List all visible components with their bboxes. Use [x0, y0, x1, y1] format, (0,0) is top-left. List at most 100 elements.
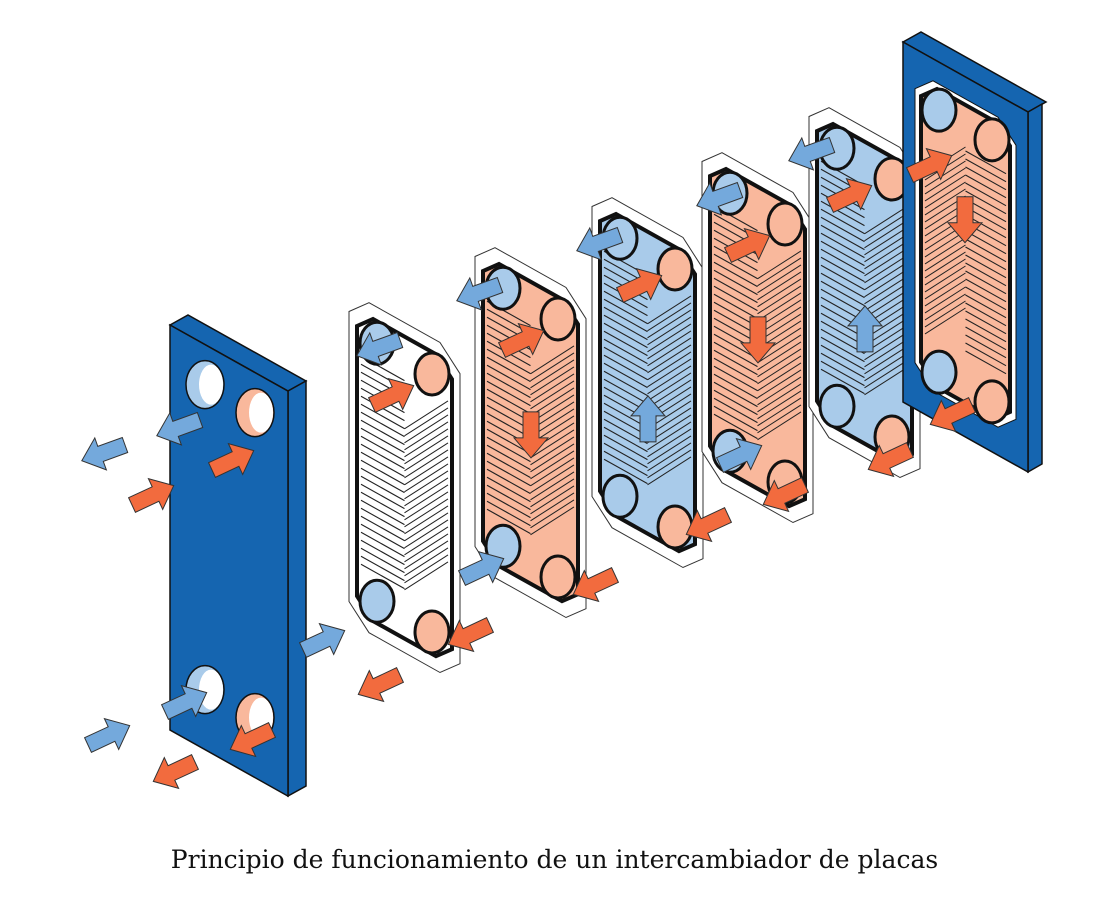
heat-transfer-plate-3: [591, 197, 704, 569]
corrugation-line: [647, 316, 692, 346]
corrugation-line: [864, 352, 909, 382]
hot-fluid-arrow: [905, 147, 953, 183]
corrugation-line: [820, 272, 865, 299]
corrugation-line: [820, 240, 865, 267]
corrugation-line: [404, 533, 449, 563]
corrugation-line: [924, 188, 966, 216]
corrugation-line: [864, 261, 909, 291]
corrugation-line: [486, 460, 531, 487]
hot-fluid-arrow: [152, 754, 200, 790]
corrugation-line: [486, 364, 531, 391]
corrugation-line: [965, 350, 1007, 375]
corrugation-line: [924, 244, 966, 272]
corrugation-line: [713, 413, 758, 440]
corrugation-line: [360, 443, 405, 470]
corrugation-line: [404, 470, 449, 500]
corrugation-line: [486, 452, 531, 479]
corrugation-line: [647, 365, 692, 395]
corrugation-line: [820, 208, 865, 235]
corrugation-line: [404, 407, 449, 437]
corrugation-line: [713, 293, 758, 320]
corrugation-line: [404, 505, 449, 535]
corrugation-line: [603, 370, 648, 397]
hot-fluid-arrow: [497, 322, 545, 358]
hot-fluid-arrow: [723, 227, 771, 263]
hot-fluid-arrow: [367, 377, 415, 413]
corrugation-line: [647, 309, 692, 339]
hot-fluid-arrow: [929, 397, 977, 433]
corrugation-line: [603, 314, 648, 341]
corrugation-line: [530, 499, 575, 529]
corrugation-line: [404, 554, 449, 584]
corrugation-line: [924, 265, 966, 293]
corrugation-line: [486, 500, 531, 527]
corrugation-line: [820, 344, 865, 371]
corrugation-line: [530, 478, 575, 508]
corrugation-line: [924, 307, 966, 335]
corrugation-line: [603, 298, 648, 325]
corrugation-line: [924, 251, 966, 279]
corrugation-line: [647, 428, 692, 458]
corrugation-line: [647, 330, 692, 360]
corrugation-line: [965, 310, 1007, 335]
corrugation-line: [924, 279, 966, 307]
pressure-frame-plate: [901, 31, 1048, 474]
corrugation-line: [404, 463, 449, 493]
corrugation-line: [360, 555, 405, 582]
corrugation-line: [965, 294, 1007, 319]
corrugation-line: [713, 341, 758, 368]
corrugation-line: [360, 531, 405, 558]
cold-fluid-arrow: [457, 550, 505, 586]
corrugation-line: [404, 498, 449, 528]
corrugation-line: [820, 200, 865, 227]
corrugation-line: [757, 264, 802, 294]
corrugation-line: [965, 182, 1007, 207]
cold-fluid-arrow: [788, 136, 836, 171]
corrugation-line: [647, 435, 692, 465]
hot-fluid-arrow: [825, 177, 873, 213]
heat-transfer-plate-5: [808, 107, 921, 479]
corrugation-line: [757, 292, 802, 322]
corrugation-line: [647, 421, 692, 451]
corrugation-line: [924, 237, 966, 265]
corrugation-line: [757, 355, 802, 385]
plate-port: [656, 246, 694, 292]
cold-flow-arrow: [846, 305, 884, 353]
corrugation-line: [713, 269, 758, 296]
corrugation-line: [820, 224, 865, 251]
corrugation-line: [647, 449, 692, 479]
fixed-frame-plate: [168, 314, 308, 798]
cold-fluid-arrow: [160, 684, 208, 720]
plate-port: [413, 351, 451, 397]
plate-port: [539, 296, 577, 342]
hot-fluid-arrow: [685, 507, 733, 543]
corrugation-line: [864, 219, 909, 249]
corrugation-line: [757, 362, 802, 392]
corrugation-line: [965, 326, 1007, 351]
hot-fluid-arrow: [447, 617, 495, 653]
corrugation-line: [864, 226, 909, 256]
hot-fluid-arrow: [207, 442, 255, 478]
corrugation-line: [864, 366, 909, 396]
corrugation-line: [360, 547, 405, 574]
port-hole: [199, 669, 223, 710]
corrugation-line: [757, 369, 802, 399]
corrugation-line: [530, 471, 575, 501]
corrugation-line: [603, 322, 648, 349]
corrugation-line: [864, 247, 909, 277]
corrugation-line: [757, 257, 802, 287]
frame-side-edge: [287, 379, 307, 798]
corrugation-line: [713, 277, 758, 304]
corrugation-line: [864, 345, 909, 375]
corrugation-line: [647, 302, 692, 332]
plate-port: [358, 578, 396, 624]
corrugation-line: [647, 323, 692, 353]
corrugation-line: [820, 288, 865, 315]
corrugation-line: [360, 403, 405, 430]
corrugation-line: [404, 442, 449, 472]
corrugation-line: [530, 457, 575, 487]
plate-port: [818, 383, 856, 429]
corrugation-line: [820, 352, 865, 379]
corrugation-line: [360, 435, 405, 462]
